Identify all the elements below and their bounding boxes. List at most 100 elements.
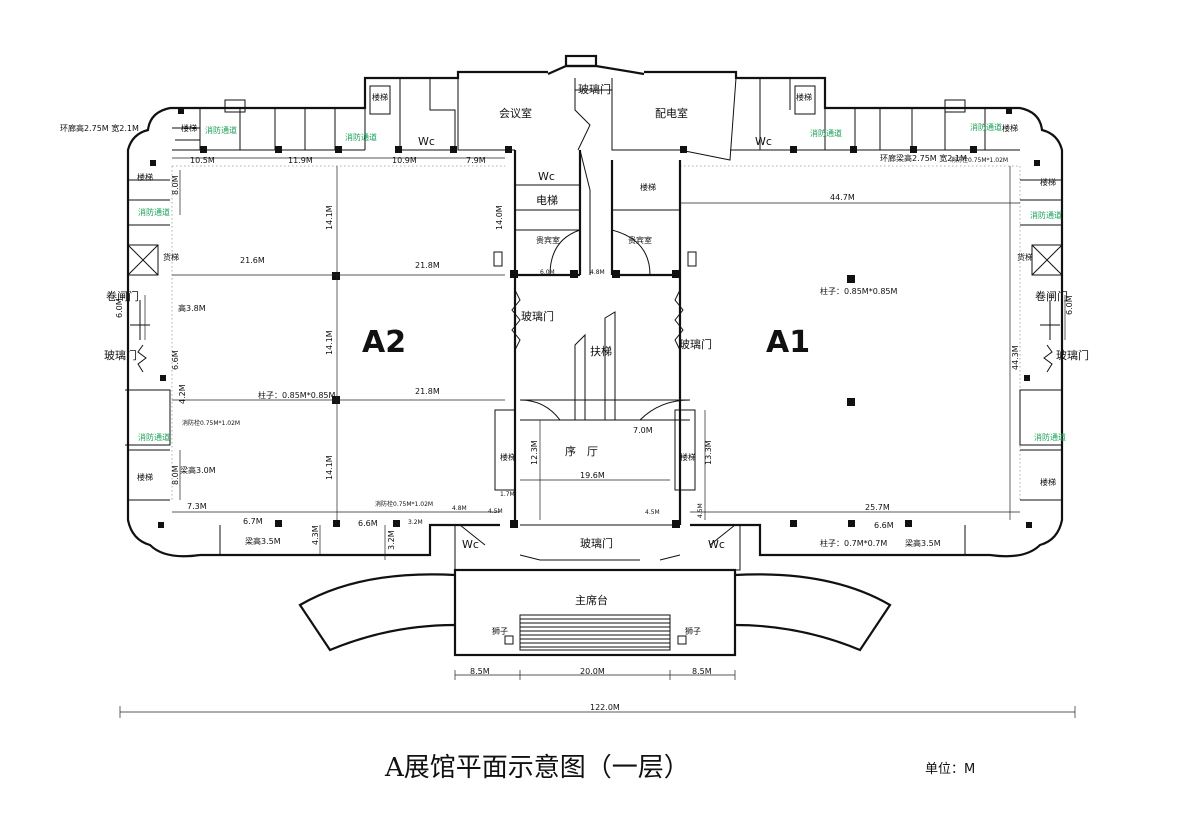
dim-4-5-bottom-left: 4.5M: [488, 508, 503, 515]
lobby-structure: [494, 275, 696, 561]
dim-19-6: 19.6M: [580, 471, 605, 480]
dim-6-0-right: 6.0M: [1065, 295, 1074, 315]
stairs-right-corner-label: 楼梯: [1002, 123, 1018, 133]
dim-6-6-right: 6.6M: [874, 521, 894, 530]
dim-12-3: 12.3M: [530, 440, 539, 465]
column-note-a2: 柱子：0.85M*0.85M: [258, 390, 336, 400]
hall-a1-label: A1: [766, 325, 810, 360]
dim-20-0: 20.0M: [580, 667, 605, 676]
podium-steps: [519, 614, 671, 651]
dim-14-1-top: 14.1M: [325, 205, 334, 230]
column-note-a1: 柱子：0.85M*0.85M: [820, 286, 898, 296]
dim-14-1-mid: 14.1M: [325, 330, 334, 355]
stairs-left-upper-label: 楼梯: [137, 172, 153, 182]
dim-6-7: 6.7M: [243, 517, 263, 526]
stairs-left-corner-label: 楼梯: [181, 123, 197, 133]
elevator-label: 电梯: [536, 194, 558, 207]
lion-right-label: 狮子: [685, 627, 701, 636]
podium-label: 主席台: [575, 593, 608, 607]
dim-6-6-vertical: 6.6M: [171, 350, 180, 370]
stairs-right-core-label: 楼梯: [640, 182, 656, 192]
dim-14-0: 14.0M: [495, 205, 504, 230]
dim-8-5-left: 8.5M: [470, 667, 490, 676]
dim-8-0-top: 8.0M: [171, 175, 180, 195]
hydrant-note-left: 消防栓0.75M*1.02M: [182, 419, 240, 427]
fire-exit-4: 消防通道: [970, 122, 1002, 132]
dim-7-0: 7.0M: [633, 426, 653, 435]
core-wc-label: Wc: [538, 170, 555, 183]
bottom-glass-door-label: 玻璃门: [580, 536, 613, 550]
dim-7-3: 7.3M: [187, 502, 207, 511]
dim-25-7: 25.7M: [865, 503, 890, 512]
dim-6-0-left: 6.0M: [115, 298, 124, 318]
dimension-lines: [119, 157, 1076, 718]
dim-3-2-vertical: 3.2M: [387, 530, 396, 550]
vip-room-right-label: 贵宾室: [628, 235, 652, 245]
top-left-rooms: [172, 78, 613, 151]
left-side-features: [125, 179, 171, 501]
top-wc-right-label: Wc: [755, 135, 772, 148]
lobby-glass-door-right-label: 玻璃门: [679, 337, 712, 351]
rolling-door-right-label: 卷闸门: [1035, 289, 1068, 303]
column-note-small: 柱子：0.7M*0.7M: [820, 538, 887, 548]
beam-height-35-right: 梁高3.5M: [905, 538, 941, 548]
beam-height-35-left: 梁高3.5M: [245, 536, 281, 546]
bottom-wc-left-label: Wc: [462, 538, 479, 551]
dim-21-8-upper: 21.8M: [415, 261, 440, 270]
dim-21-6: 21.6M: [240, 256, 265, 265]
corridor-note-left: 环廊高2.75M 宽2.1M: [60, 123, 139, 133]
stairs-left-lower-label: 楼梯: [137, 472, 153, 482]
dim-8-0-bottom: 8.0M: [171, 465, 180, 485]
fire-exit-5: 消防通道: [138, 207, 170, 217]
escalator-label: 扶梯: [590, 344, 612, 358]
dim-122: 122.0M: [590, 703, 620, 712]
stairs-top-left-label: 楼梯: [372, 92, 388, 102]
glass-door-left-side-label: 玻璃门: [104, 348, 137, 362]
fire-exit-6: 消防通道: [1030, 210, 1062, 220]
rolling-door-left-label: 卷闸门: [106, 289, 139, 303]
unit-label: 单位：M: [925, 762, 975, 777]
bottom-wc-rooms: [219, 524, 966, 571]
dim-44-7: 44.7M: [830, 193, 855, 202]
dim-6-0-core: 6.0M: [540, 269, 555, 276]
corridor-note-right: 环廊梁高2.75M 宽2.1M: [880, 153, 967, 163]
fire-exit-7: 消防通道: [138, 432, 170, 442]
dim-44-3: 44.3M: [1011, 345, 1020, 370]
fire-exit-1: 消防通道: [205, 125, 237, 135]
dim-1-7: 1.7M: [500, 491, 515, 498]
fire-exit-3: 消防通道: [810, 128, 842, 138]
meeting-room-label: 会议室: [499, 106, 532, 120]
dim-10-5: 10.5M: [190, 156, 215, 165]
top-wc-left-label: Wc: [418, 135, 435, 148]
dim-4-2: 4.2M: [178, 384, 187, 404]
lobby-glass-door-left-label: 玻璃门: [521, 309, 554, 323]
top-glass-door-label: 玻璃门: [578, 82, 611, 96]
building-outline: [126, 54, 1064, 558]
glass-door-right-side-label: 玻璃门: [1056, 348, 1089, 362]
dim-4-5-vertical: 4.5M: [697, 503, 704, 518]
hydrant-note-bottom: 消防栓0.75M*1.02M: [375, 500, 433, 508]
columns: [150, 108, 1040, 528]
dim-4-5-bottom-right: 4.5M: [645, 509, 660, 516]
dim-4-8-bottom: 4.8M: [452, 505, 467, 512]
stairs-right-lower-label: 楼梯: [1040, 477, 1056, 487]
lobby-stairs-left-label: 楼梯: [500, 452, 516, 462]
lobby-stairs-right-label: 楼梯: [680, 452, 696, 462]
stairs-top-right-label: 楼梯: [796, 92, 812, 102]
dim-3-2-horizontal: 3.2M: [408, 519, 423, 526]
lobby-label: 序 厅: [565, 444, 598, 458]
dim-10-9: 10.9M: [392, 156, 417, 165]
hall-a2-label: A2: [362, 325, 406, 360]
cargo-lift-left-label: 货梯: [163, 252, 179, 262]
dim-13-3: 13.3M: [704, 440, 713, 465]
central-core: [493, 149, 697, 277]
dim-11-9: 11.9M: [288, 156, 313, 165]
power-room-label: 配电室: [655, 106, 688, 120]
dim-14-1-bottom: 14.1M: [325, 455, 334, 480]
dim-21-8-lower: 21.8M: [415, 387, 440, 396]
hydrant-note-top-right: 消防栓0.75M*1.02M: [950, 156, 1008, 164]
cargo-lift-right-label: 货梯: [1017, 252, 1033, 262]
beam-height-38: 高3.8M: [178, 303, 206, 313]
plan-title: A展馆平面示意图（一层）: [384, 753, 690, 783]
